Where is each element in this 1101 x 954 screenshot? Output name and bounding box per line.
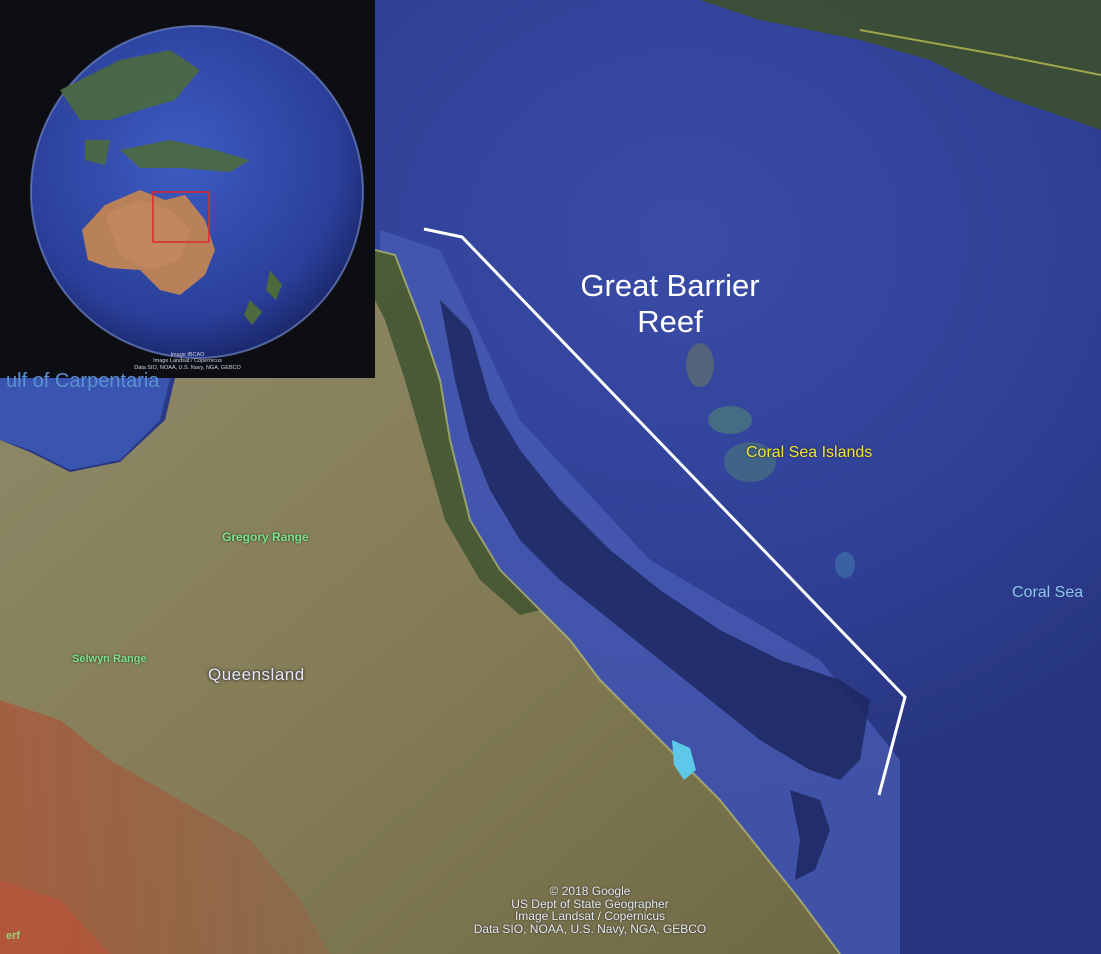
reef-extent-line bbox=[423, 227, 907, 796]
inset-attribution-line: Image Landsat / Copernicus bbox=[153, 358, 222, 365]
locator-box bbox=[152, 191, 210, 243]
label-queensland: Queensland bbox=[208, 665, 305, 684]
title-text: Great Barrier Reef bbox=[580, 268, 760, 339]
label-bottom-left: erf bbox=[6, 930, 21, 942]
inset-attribution-line: Image IBCAO bbox=[170, 352, 205, 358]
attribution-line: Data SIO, NOAA, U.S. Navy, NGA, GEBCO bbox=[473, 921, 707, 936]
label-gulf: ulf of Carpentaria bbox=[6, 370, 160, 392]
globe-inset: Image IBCAO Image Landsat / Copernicus D… bbox=[0, 0, 375, 378]
label-selwyn-range: Selwyn Range bbox=[72, 653, 147, 665]
map-attribution: © 2018 Google US Dept of State Geographe… bbox=[430, 885, 750, 935]
inset-attribution-line: Data SIO, NOAA, U.S. Navy, NGA, GEBCO bbox=[134, 364, 241, 371]
label-coral-sea-islands: Coral Sea Islands bbox=[746, 444, 873, 461]
map-title: Great Barrier Reef bbox=[520, 268, 820, 340]
attribution-line: © 2018 Google bbox=[549, 884, 631, 898]
attribution-line: Image Landsat / Copernicus bbox=[514, 909, 666, 923]
inset-attribution: Image IBCAO Image Landsat / Copernicus D… bbox=[0, 352, 375, 371]
attribution-line: US Dept of State Geographer bbox=[511, 896, 669, 911]
label-coral-sea: Coral Sea bbox=[1012, 584, 1084, 601]
label-gregory-range: Gregory Range bbox=[222, 530, 309, 544]
